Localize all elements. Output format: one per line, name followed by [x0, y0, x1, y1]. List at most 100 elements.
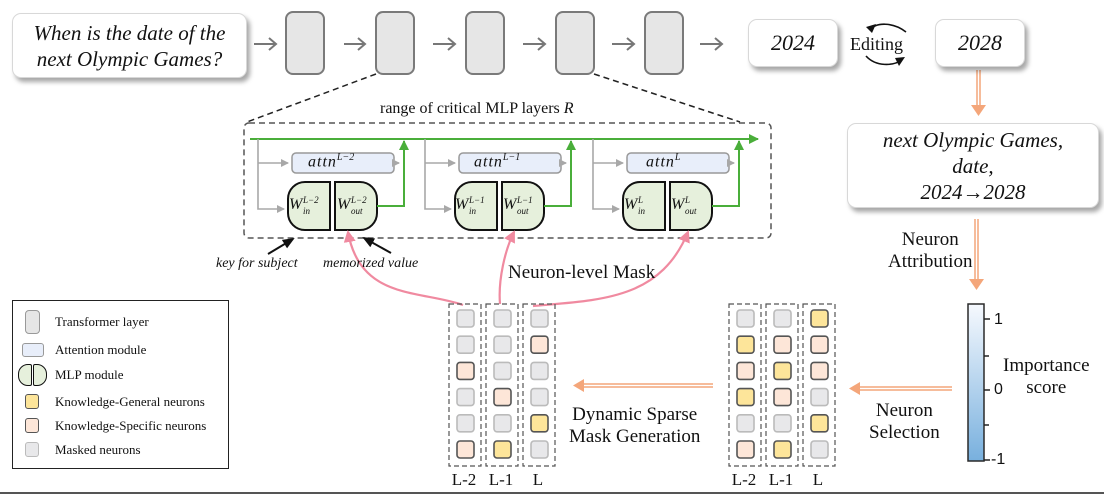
- masked-neuron: [736, 309, 755, 328]
- range-title: range of critical MLP layers R: [380, 98, 574, 120]
- mask-arrow-3: [532, 230, 690, 308]
- knowledge-triple-box: next Olympic Games, date, 2024→2028: [847, 123, 1099, 208]
- mask-arrow-2: [498, 230, 515, 305]
- mlp-in-module: [622, 181, 666, 231]
- key-for-subject-label: key for subject: [216, 256, 298, 271]
- specific-neuron: [456, 440, 475, 459]
- range-title-text: range of critical MLP layers: [380, 100, 560, 117]
- memorized-value-label: memorized value: [323, 256, 419, 271]
- selected-neuron-grid: [728, 303, 836, 467]
- range-title-var: R: [563, 100, 574, 117]
- masked-neuron-icon: [25, 442, 39, 457]
- general-neuron: [810, 309, 829, 328]
- value-arrow-icon: [362, 237, 392, 254]
- flow-arrow-icon: [344, 37, 367, 51]
- transformer-layer-5: [644, 11, 684, 75]
- triple-subject: next Olympic Games,: [882, 127, 1064, 152]
- masked-neuron: [456, 387, 475, 407]
- scale-tick-minus-1: -1: [991, 451, 1006, 468]
- transformer-layer-3: [465, 11, 505, 75]
- mlp-input-branch: [592, 139, 620, 213]
- residual-add-arrow: [544, 140, 576, 207]
- transformer-block-2: [424, 139, 576, 231]
- transformer-block-1: [257, 139, 409, 231]
- neuron-column-L-2: [448, 303, 482, 467]
- col-label-l-masked: L: [532, 470, 544, 489]
- flow-arrow-icon: [612, 37, 636, 51]
- editing-cycle-icon: [865, 23, 907, 66]
- question-line-1: When is the date of the: [33, 20, 226, 45]
- masked-neuron: [530, 387, 549, 407]
- attn-label-1: attnL−2: [308, 152, 355, 171]
- masked-neuron: [773, 413, 792, 433]
- mlp-out-module: [334, 181, 378, 231]
- neuron-selection-label: Neuron Selection: [869, 400, 940, 443]
- mlp-input-branch: [424, 139, 452, 213]
- editing-label: Editing: [850, 34, 903, 54]
- neuron-mask-arrows: [343, 230, 690, 308]
- mlp-in-module: [454, 181, 498, 231]
- neuron-column-L-2: [728, 303, 762, 467]
- question-line-2: next Olympic Games?: [36, 46, 223, 71]
- general-neuron: [736, 387, 755, 407]
- specific-neuron: [773, 335, 792, 355]
- key-arrow-icon: [267, 237, 295, 255]
- importance-colorbar: [967, 303, 985, 462]
- masked-neuron: [810, 440, 829, 459]
- specific-neuron: [456, 361, 475, 381]
- annotation-arrows: [267, 237, 392, 255]
- masked-neuron: [530, 440, 549, 459]
- attn-label-3: attnL: [646, 152, 681, 171]
- general-neuron: [773, 361, 792, 381]
- legend: Transformer layer Attention module MLP m…: [12, 300, 229, 469]
- specific-neuron: [773, 387, 792, 407]
- flow-arrow-icon: [523, 37, 547, 51]
- triple-relation: date,: [952, 153, 994, 178]
- mlp-in-icon: [18, 364, 32, 386]
- masked-neuron: [456, 335, 475, 355]
- mask-arrow-1: [343, 230, 464, 307]
- specific-neuron: [810, 335, 829, 355]
- general-neuron: [736, 335, 755, 355]
- residual-add-arrow: [712, 140, 744, 207]
- general-neuron: [773, 440, 792, 459]
- col-label-l1-masked: L-1: [488, 470, 514, 489]
- zoom-lines: [246, 73, 741, 123]
- neuron-level-mask-label: Neuron-level Mask: [508, 262, 656, 283]
- transformer-block-3: [592, 139, 744, 231]
- masked-neuron: [530, 361, 549, 381]
- masked-neuron: [530, 309, 549, 328]
- question-box: When is the date of the next Olympic Gam…: [12, 13, 247, 78]
- col-label-l1-selection: L-1: [768, 470, 794, 489]
- masked-neuron: [736, 413, 755, 433]
- triple-edit: 2024→2028: [920, 179, 1026, 204]
- orange-flow: [573, 70, 986, 395]
- attention-module-icon: [22, 343, 44, 357]
- masked-neuron: [456, 413, 475, 433]
- specific-neuron: [810, 361, 829, 381]
- general-neuron-icon: [25, 394, 39, 409]
- specific-neuron: [736, 440, 755, 459]
- mlp-out-module: [669, 181, 713, 231]
- masked-neuron-grid: [448, 303, 556, 467]
- masked-neuron: [810, 387, 829, 407]
- masked-neuron: [493, 309, 512, 328]
- neuron-column-L-1: [485, 303, 519, 467]
- flow-arrow-icon: [700, 37, 724, 51]
- mlp-input-branch: [257, 139, 285, 213]
- residual-add-arrow: [377, 140, 409, 207]
- masked-neuron: [456, 309, 475, 328]
- general-neuron: [493, 440, 512, 459]
- mlp-in-module: [287, 181, 331, 231]
- neuron-attribution-label: Neuron Attribution: [888, 229, 973, 272]
- specific-neuron: [493, 387, 512, 407]
- scale-tick-0: 0: [994, 381, 1003, 398]
- old-value-box: 2024: [748, 19, 838, 67]
